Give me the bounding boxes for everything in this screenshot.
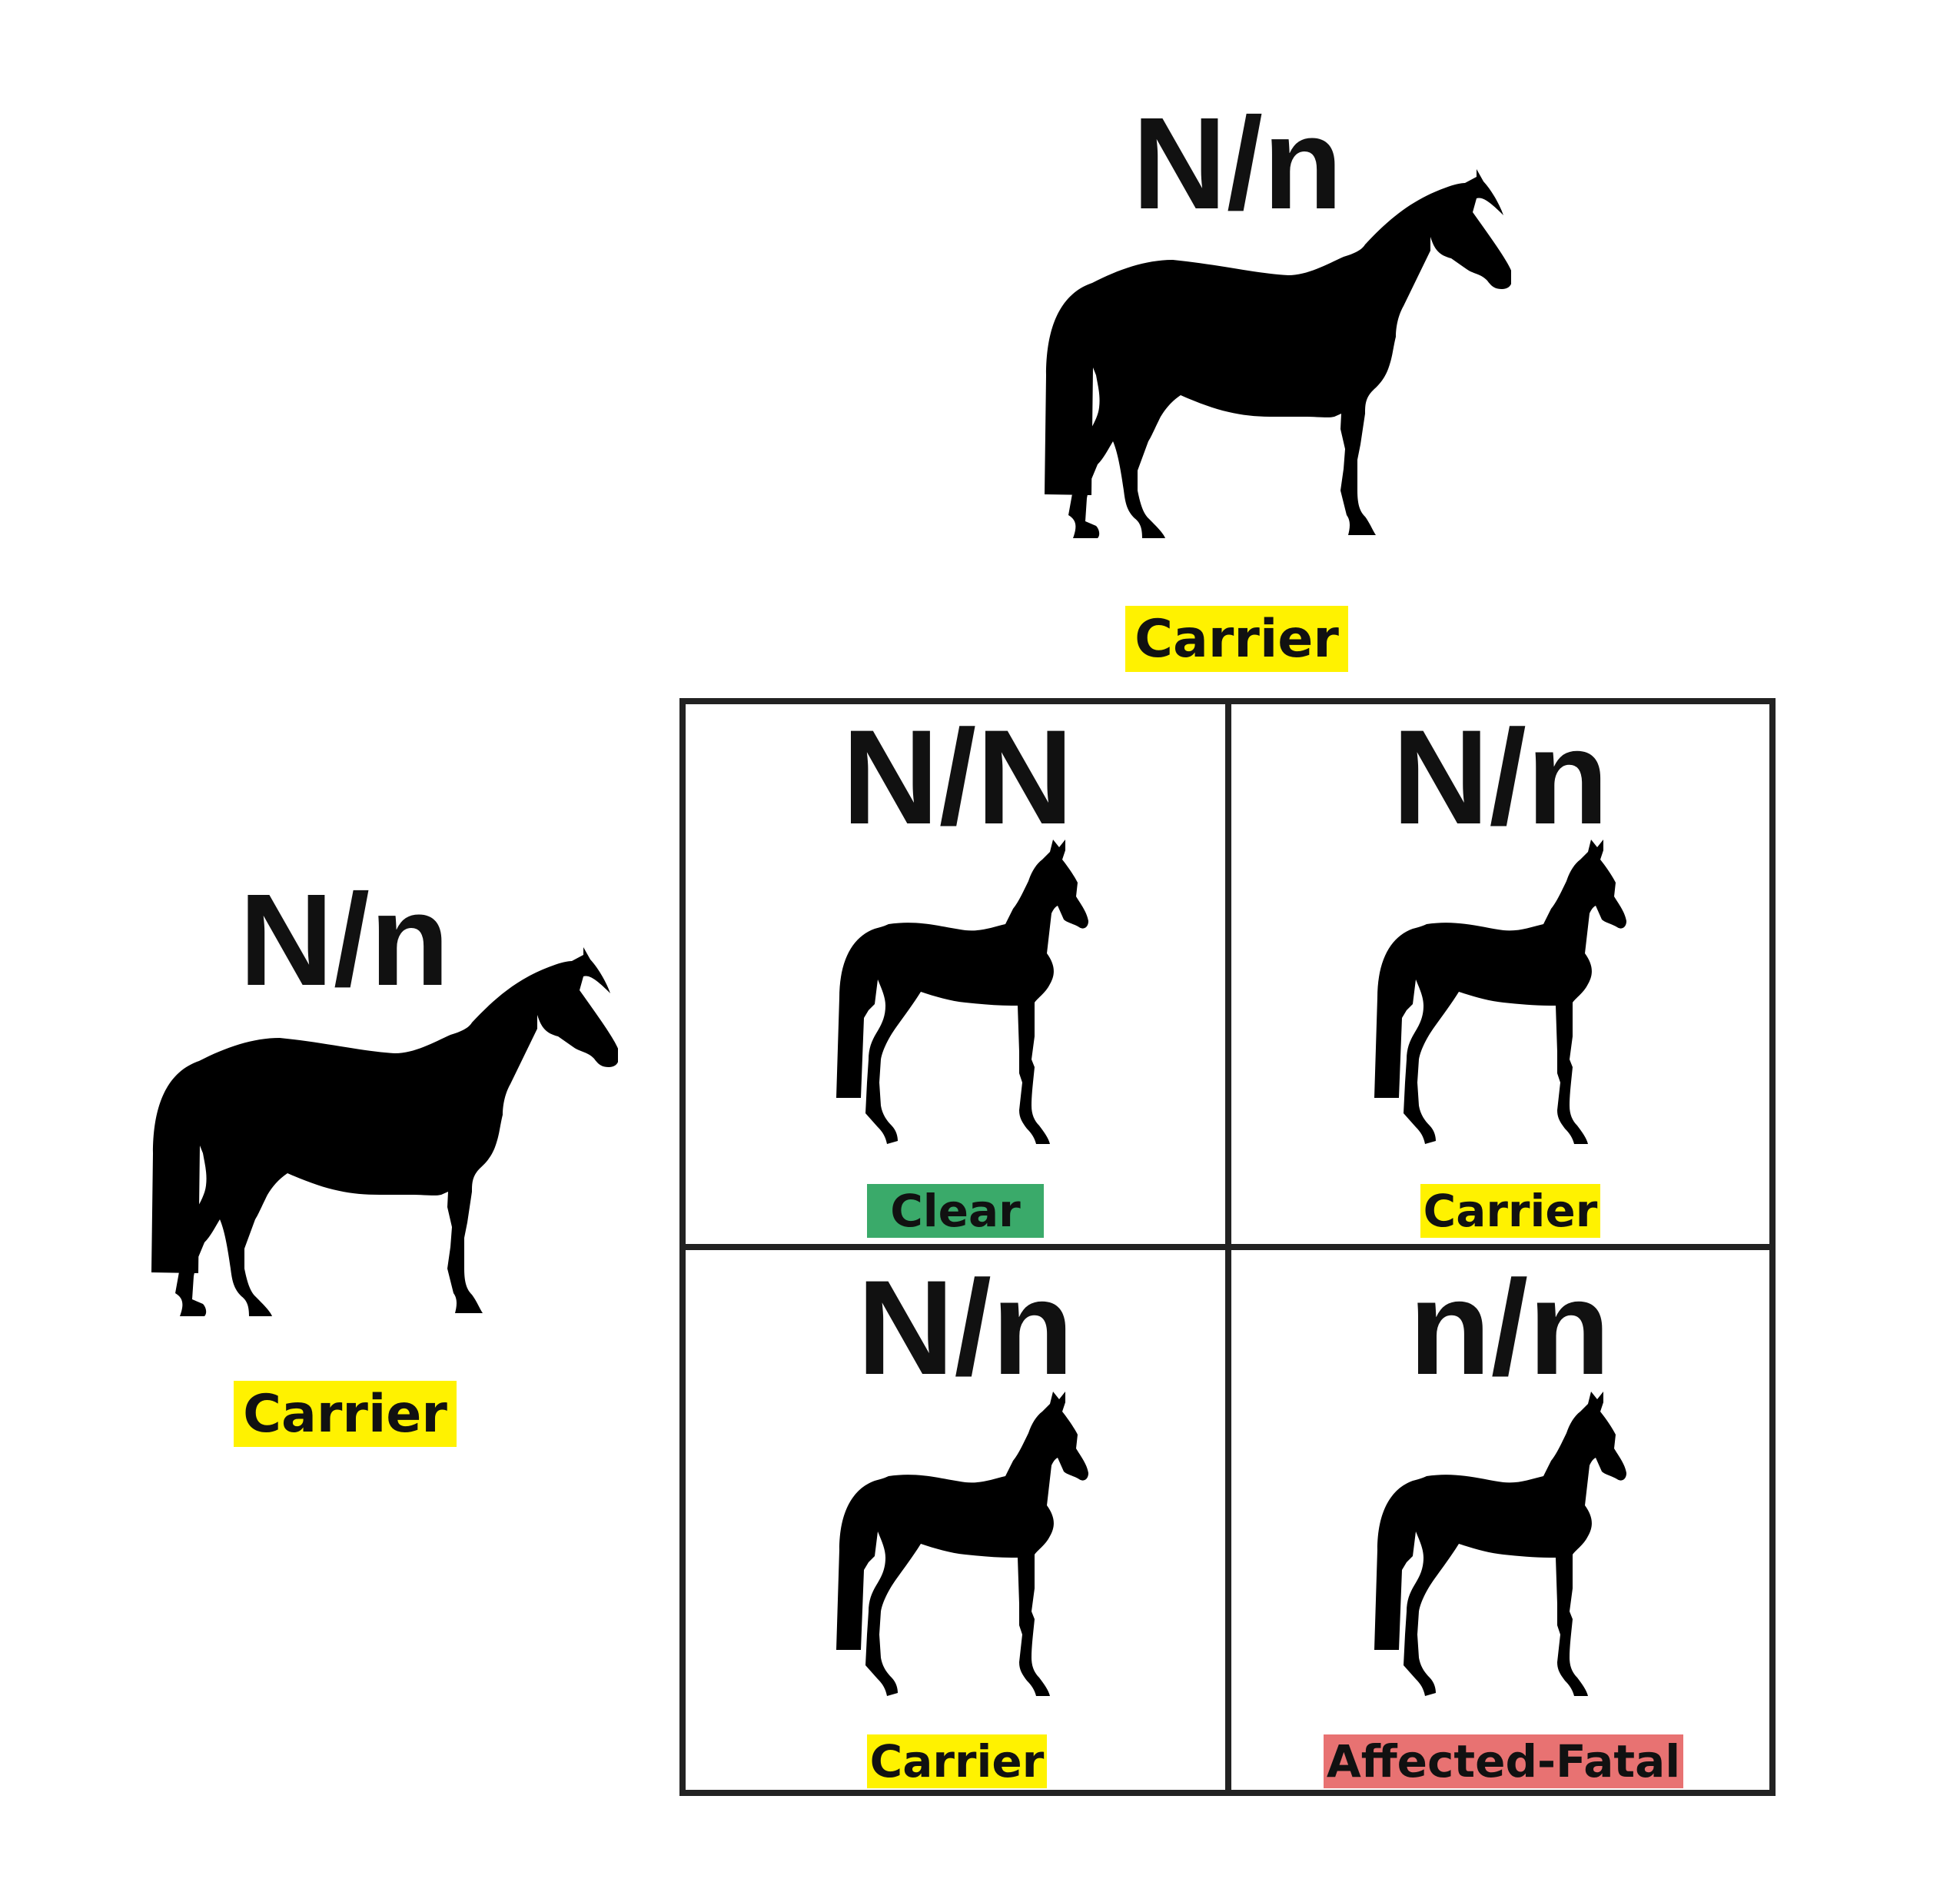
sire-genotype: N/n (1132, 91, 1343, 237)
offspring-status-badge: Clear (867, 1184, 1044, 1238)
grid-divider-horizontal (679, 1244, 1776, 1250)
offspring-genotype: n/n (1408, 1253, 1611, 1403)
dam-horse-icon (151, 947, 618, 1316)
foal-horse-icon (836, 840, 1088, 1144)
offspring-genotype: N/n (1392, 703, 1609, 853)
offspring-genotype: N/n (857, 1253, 1074, 1403)
offspring-status-badge: Carrier (1420, 1184, 1600, 1238)
foal-horse-icon (1374, 840, 1626, 1144)
dam-status-badge: Carrier (234, 1381, 457, 1447)
sire-status-badge: Carrier (1125, 606, 1348, 672)
foal-horse-icon (836, 1392, 1088, 1696)
dam-genotype: N/n (239, 867, 450, 1013)
offspring-status-badge: Affected-Fatal (1324, 1734, 1683, 1788)
foal-horse-icon (1374, 1392, 1626, 1696)
sire-horse-icon (1045, 169, 1511, 538)
offspring-status-badge: Carrier (867, 1734, 1047, 1788)
offspring-genotype: N/N (842, 703, 1074, 853)
